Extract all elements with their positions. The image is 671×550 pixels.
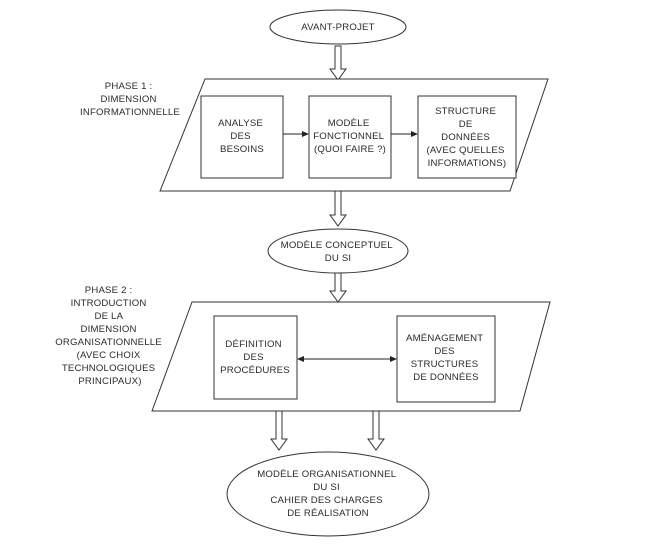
amenagement-structures-box (396, 315, 496, 403)
avant-projet-label: AVANT-PROJET (301, 22, 374, 33)
definition-procedures-label: DÉFINITION DES PROCÉDURES (220, 339, 290, 376)
arrow-procedures-amenagement-head-left (297, 356, 304, 362)
modele-conceptuel-ellipse (267, 228, 409, 274)
modele-conceptuel-label: MODÈLE CONCEPTUEL DU SI (281, 240, 396, 264)
modele-fonctionnel-box (308, 95, 392, 179)
avant-projet-ellipse (269, 9, 407, 45)
flow-arrow-conceptuel-to-phase2 (329, 272, 347, 303)
arrow-fonctionnel-to-structure-head (411, 131, 418, 137)
modele-organisationnel-label: MODÈLE ORGANISATIONNEL DU SI CAHIER DES … (257, 469, 399, 519)
flow-arrow-phase2-to-organisationnel-right (367, 410, 385, 451)
structure-donnees-label: STRUCTURE DE DONNÉES (AVEC QUELLES INFOR… (426, 106, 507, 169)
phase1-caption: PHASE 1 : DIMENSION INFORMATIONNELLE (80, 81, 180, 118)
modele-organisationnel-ellipse (226, 451, 430, 537)
structure-donnees-box (417, 95, 517, 179)
arrow-procedures-amenagement-head-right (390, 356, 397, 362)
arrow-analyse-to-fonctionnel-head (302, 131, 309, 137)
analyse-besoins-box (200, 95, 284, 179)
definition-procedures-box (213, 315, 298, 400)
flow-arrow-phase1-to-conceptuel (329, 190, 347, 227)
flow-arrow-phase2-to-organisationnel-left (270, 410, 288, 451)
amenagement-structures-label: AMÉNAGEMENT DES STRUCTURES DE DONNÉES (406, 333, 486, 383)
flow-arrow-avant-to-phase1 (329, 45, 347, 81)
modele-fonctionnel-label: MODÈLE FONCTIONNEL (QUOI FAIRE ?) (313, 118, 386, 155)
analyse-besoins-label: ANALYSE DES BESOINS (218, 118, 266, 155)
phase2-caption: PHASE 2 : INTRODUCTION DE LA DIMENSION O… (55, 285, 165, 387)
